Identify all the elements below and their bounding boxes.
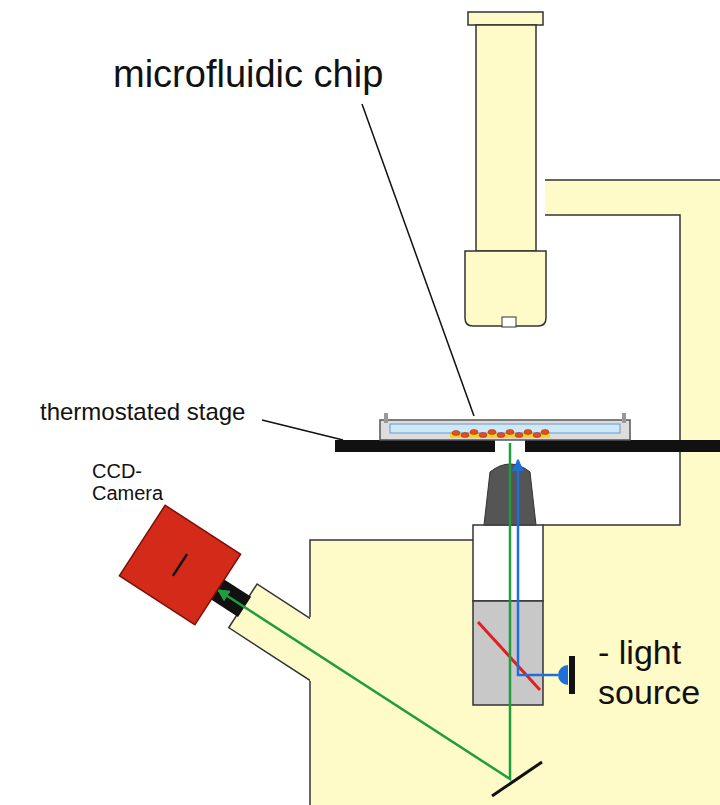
light-source-lamp [558,665,568,685]
camera-label: CCD- Camera [92,460,174,504]
stage-plate [335,440,495,452]
cell [461,433,469,438]
chip-port [384,413,388,423]
chip-channel [390,424,620,433]
cell [488,430,496,435]
cell [479,433,487,438]
camera-sensor [173,554,187,576]
cell [506,430,514,435]
light-source-holder [569,656,575,694]
part-label: microfluidic chip [113,52,453,96]
cells [452,430,549,438]
filter-cube [473,601,543,705]
condenser-housing [465,251,546,326]
cell [515,433,523,438]
leader-line [362,104,474,416]
cell [541,430,549,435]
lower-column [473,525,543,601]
eyepiece-tube [476,25,536,251]
part-label: thermostated stage [40,398,255,426]
excitation-beam [518,460,558,675]
leader-line [262,420,343,440]
chip-port [622,413,626,423]
part-label: - light source [598,632,710,712]
camera-node: CCD- Camera [88,460,258,630]
emission-beam [218,443,510,779]
microscope-body [310,180,720,805]
condenser-notch [502,317,516,327]
camera-body [119,505,240,624]
camera-housing [119,505,240,624]
cell [452,431,460,436]
body-outline [310,180,720,805]
cell [524,430,532,435]
cell [533,433,541,438]
cell [470,430,478,435]
mirror [492,762,542,796]
stage-plate [525,440,720,452]
eyepiece-cap [468,12,543,25]
chip-body [380,420,630,440]
cell [497,433,505,438]
